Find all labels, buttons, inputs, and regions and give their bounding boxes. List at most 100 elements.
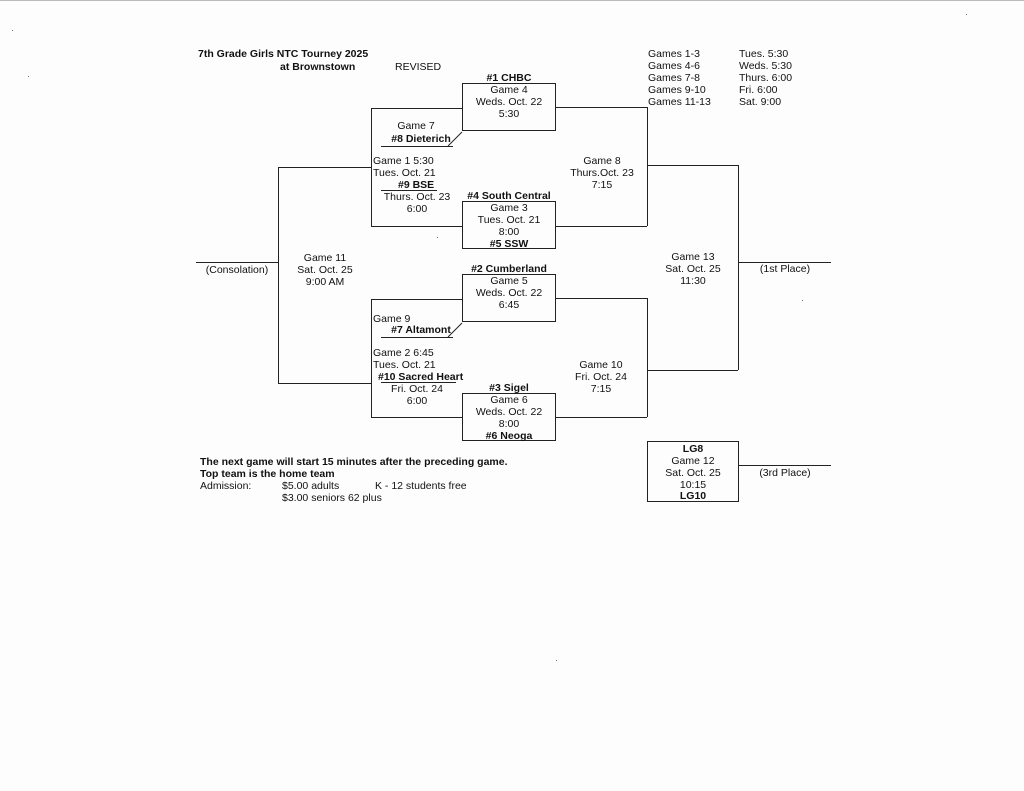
- game7-line: [381, 146, 453, 147]
- game8-bottom-line: [556, 226, 647, 227]
- game1-loser-date: Thurs. Oct. 23: [383, 191, 451, 203]
- game10-bottom-line: [556, 417, 647, 418]
- game11-bottom-line: [278, 383, 371, 384]
- game13-vertical: [738, 165, 739, 370]
- third-place-label: (3rd Place): [759, 467, 811, 479]
- game8-vertical: [647, 107, 648, 226]
- game1-date: Tues. Oct. 21: [373, 167, 436, 179]
- game2-loser-time: 6:00: [406, 395, 428, 407]
- game1-team: #9 BSE: [398, 179, 435, 191]
- game8-label: Game 8: [583, 155, 621, 167]
- game8-top-line: [556, 107, 647, 108]
- scan-speck: [28, 76, 29, 77]
- game3-time: 8:00: [498, 226, 520, 238]
- schedule-time: Sat. 9:00: [739, 96, 782, 108]
- game5-date: Weds. Oct. 22: [475, 287, 543, 299]
- game10-vertical: [647, 298, 648, 417]
- game2-vertical: [371, 299, 372, 417]
- game10-label: Game 10: [579, 359, 623, 371]
- schedule-games: Games 1-3: [648, 48, 700, 60]
- game4-feed-line: [371, 108, 462, 109]
- game4-top-team: #1 CHBC: [486, 72, 532, 84]
- game4-date: Weds. Oct. 22: [475, 96, 543, 108]
- game11-date: Sat. Oct. 25: [297, 264, 353, 276]
- consolation-line: [196, 262, 278, 263]
- notes-start-time: The next game will start 15 minutes afte…: [200, 456, 508, 468]
- game5-top-team: #2 Cumberland: [471, 263, 547, 275]
- game8-out-line: [647, 165, 738, 166]
- scan-speck: [966, 14, 967, 15]
- scan-speck: [556, 660, 557, 661]
- schedule-games: Games 4-6: [648, 60, 700, 72]
- game3-bottom-team: #5 SSW: [489, 238, 529, 250]
- game13-date: Sat. Oct. 25: [665, 263, 721, 275]
- game11-time: 9:00 AM: [305, 276, 345, 288]
- game12-box: [647, 441, 739, 502]
- game6-box: [462, 393, 556, 441]
- game1-loser-time: 6:00: [406, 203, 428, 215]
- scan-speck: [12, 30, 13, 31]
- scan-speck: [437, 237, 438, 238]
- game13-time: 11:30: [680, 275, 706, 287]
- game10-date: Fri. Oct. 24: [575, 371, 627, 383]
- game9-label: Game 9: [373, 313, 411, 325]
- tourney-location: at Brownstown: [280, 61, 356, 73]
- game3-label: Game 3: [490, 202, 528, 214]
- game6-label: Game 6: [490, 394, 528, 406]
- game2-loser-line: [381, 382, 456, 383]
- schedule-time: Fri. 6:00: [739, 84, 778, 96]
- tourney-title: 7th Grade Girls NTC Tourney 2025: [198, 48, 369, 60]
- game4-box: [462, 83, 556, 131]
- notes-home-team: Top team is the home team: [200, 468, 335, 480]
- game10-top-line: [556, 298, 647, 299]
- game10-out-line: [647, 370, 738, 371]
- game7-label: Game 7: [397, 120, 435, 132]
- game6-bottom-team: #6 Neoga: [485, 430, 533, 442]
- game1-label: Game 1 5:30: [373, 155, 434, 167]
- game12-date: Sat. Oct. 25: [665, 467, 721, 479]
- scan-speck: [802, 300, 803, 301]
- consolation-label: (Consolation): [205, 264, 269, 276]
- game3-box: [462, 201, 556, 249]
- game13-label: Game 13: [671, 251, 715, 263]
- game5-feed-line: [371, 299, 462, 300]
- game2-team: #10 Sacred Heart: [378, 371, 464, 383]
- game1-vertical: [371, 108, 372, 226]
- admission-students: K - 12 students free: [375, 480, 467, 492]
- game1-loser-line: [381, 190, 437, 191]
- game2-date: Tues. Oct. 21: [373, 359, 436, 371]
- game7-connector: [447, 131, 463, 147]
- scan-edge-line: [0, 0, 1024, 1]
- game8-date: Thurs.Oct. 23: [570, 167, 634, 179]
- admission-seniors: $3.00 seniors 62 plus: [282, 492, 382, 504]
- game12-label: Game 12: [671, 455, 715, 467]
- game4-time: 5:30: [498, 108, 520, 120]
- game4-label: Game 4: [490, 84, 528, 96]
- revised-label: REVISED: [395, 61, 442, 73]
- game11-label: Game 11: [303, 252, 347, 264]
- schedule-games: Games 9-10: [648, 84, 706, 96]
- game12-top-team: LG8: [682, 443, 704, 455]
- game9-connector: [447, 322, 463, 338]
- game11-top-line: [278, 167, 371, 168]
- schedule-games: Games 11-13: [648, 96, 711, 108]
- game10-time: 7:15: [590, 383, 612, 395]
- game3-feed-line: [371, 226, 462, 227]
- game6-feed-line: [371, 417, 462, 418]
- game6-date: Weds. Oct. 22: [475, 406, 543, 418]
- first-place-line: [738, 262, 831, 263]
- first-place-label: (1st Place): [759, 263, 811, 275]
- game9-team: #7 Altamont: [391, 324, 451, 336]
- game2-loser-date: Fri. Oct. 24: [391, 383, 443, 395]
- game3-top-team: #4 South Central: [467, 190, 551, 202]
- game12-time: 10:15: [679, 479, 707, 491]
- third-place-line: [739, 465, 831, 466]
- game9-line: [381, 337, 453, 338]
- schedule-time: Weds. 5:30: [739, 60, 792, 72]
- game8-time: 7:15: [591, 179, 613, 191]
- game3-date: Tues. Oct. 21: [477, 214, 541, 226]
- game7-team: #8 Dieterich: [391, 133, 451, 145]
- schedule-time: Thurs. 6:00: [739, 72, 793, 84]
- game12-bottom-team: LG10: [679, 490, 707, 502]
